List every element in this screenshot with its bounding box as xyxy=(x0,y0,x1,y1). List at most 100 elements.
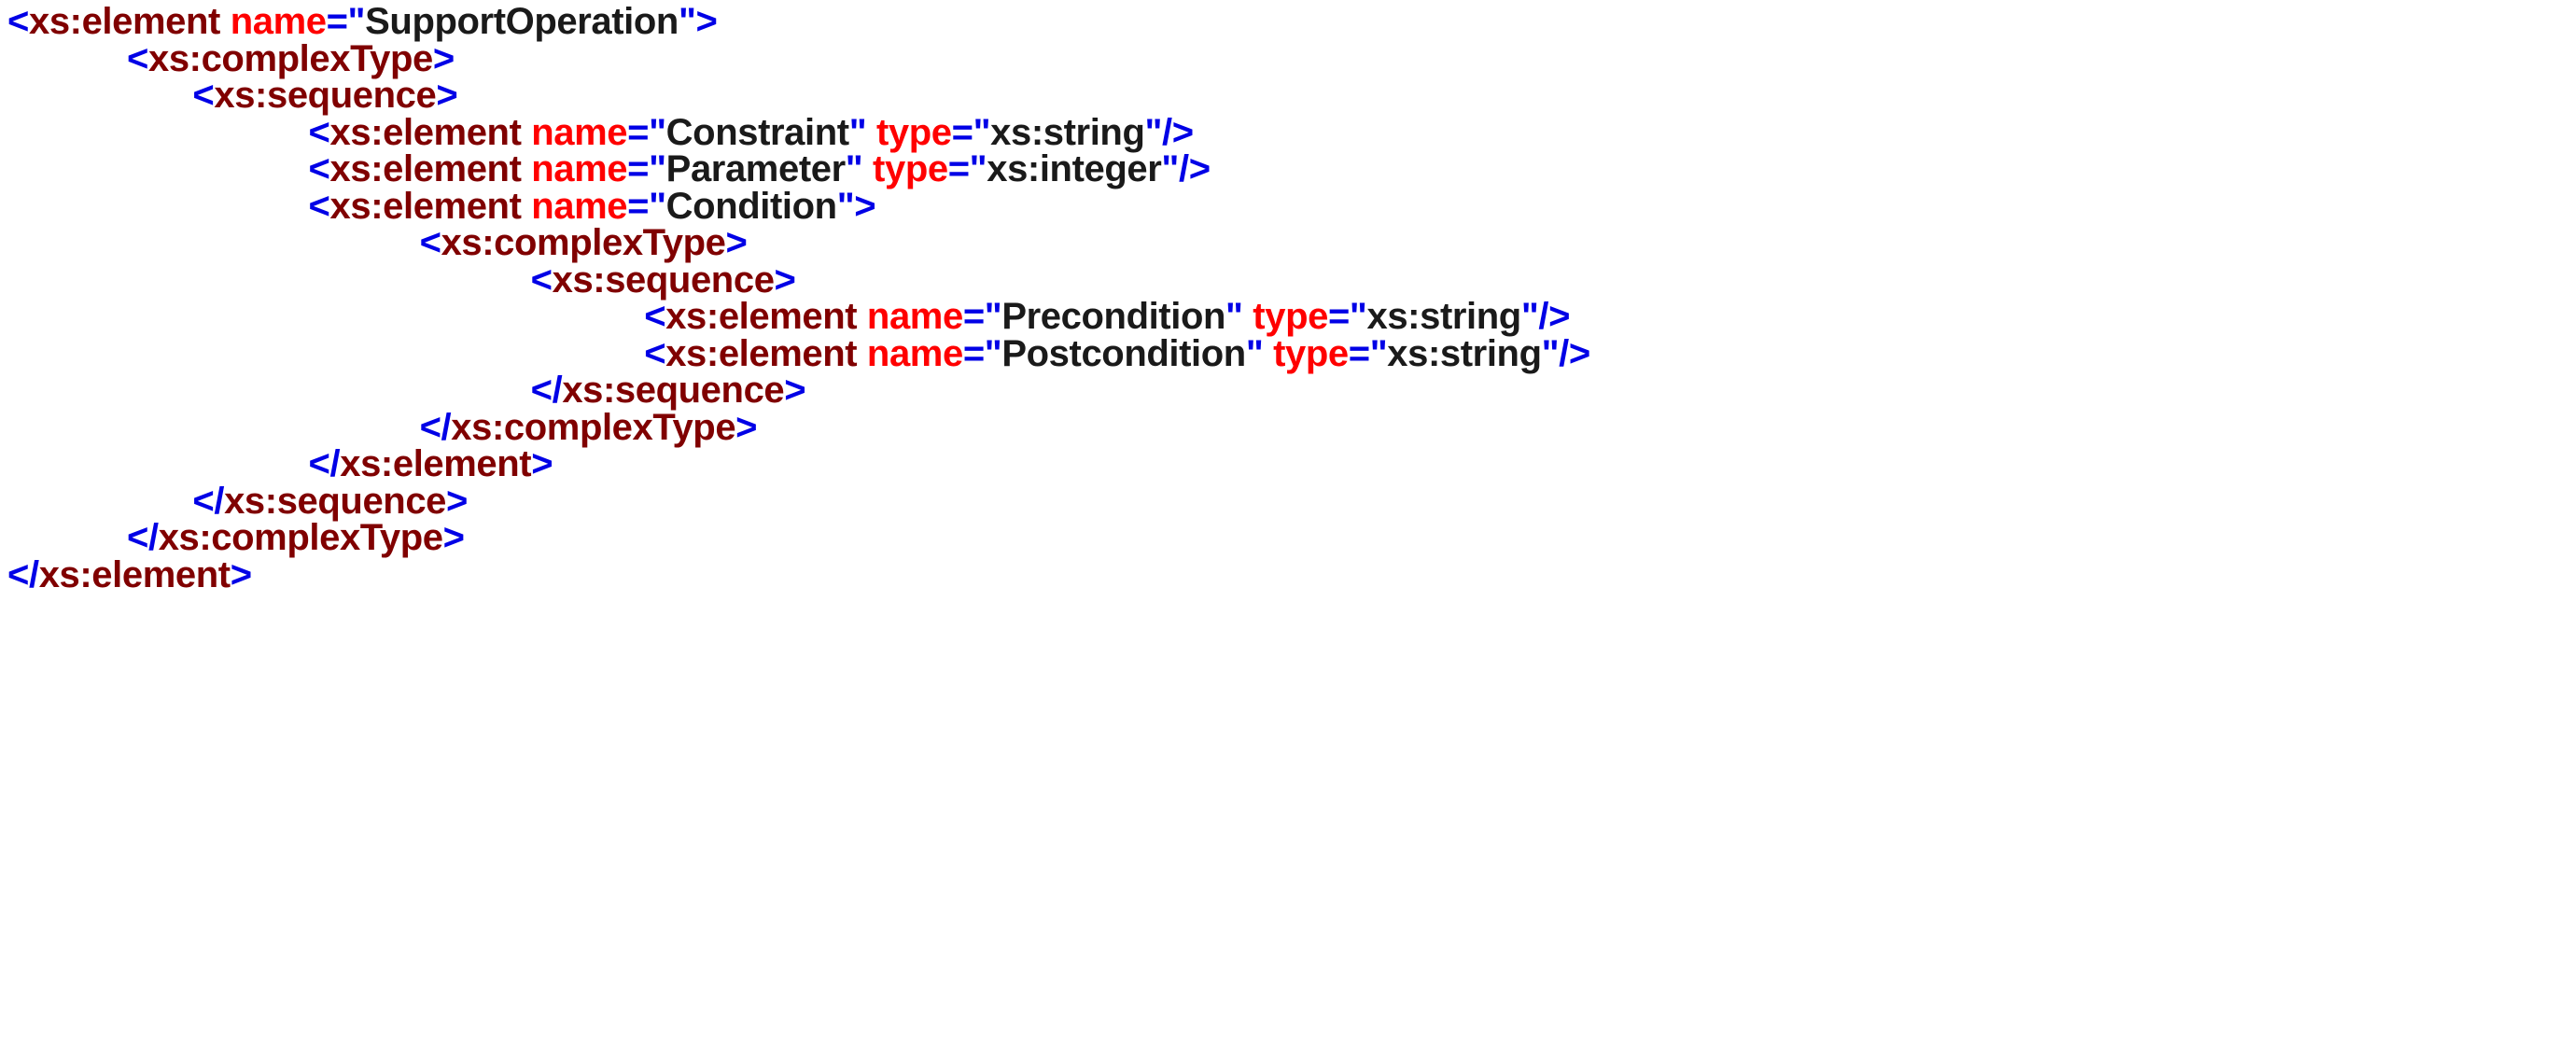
code-token-punct: =" xyxy=(951,111,991,153)
code-token-tag: xs:element xyxy=(38,553,231,595)
code-line: <xs:complexType> xyxy=(7,222,2576,263)
code-token-punct: =" xyxy=(326,1,366,42)
code-line: <xs:element name="SupportOperation"> xyxy=(7,1,2576,42)
code-token-attr: name xyxy=(531,185,628,227)
code-line: </xs:element> xyxy=(7,553,2576,595)
code-token-punct: "/> xyxy=(1161,148,1211,189)
code-line: <xs:element name="Constraint" type="xs:s… xyxy=(7,111,2576,153)
code-token-tag xyxy=(857,333,867,374)
code-token-value: xs:string xyxy=(990,111,1145,153)
code-token-tag: xs:element xyxy=(340,443,532,484)
code-token-punct: < xyxy=(530,259,553,301)
code-line: <xs:sequence> xyxy=(7,259,2576,301)
code-token-punct: </ xyxy=(530,370,563,411)
code-token-punct: > xyxy=(442,517,465,558)
code-token-attr: name xyxy=(230,1,327,42)
code-token-punct: </ xyxy=(308,443,341,484)
code-token-tag: xs:complexType xyxy=(158,517,443,558)
code-token-attr: name xyxy=(531,111,628,153)
code-token-tag xyxy=(857,296,867,337)
code-token-tag xyxy=(522,148,532,189)
code-token-value: xs:string xyxy=(1387,332,1542,374)
code-token-punct: " xyxy=(1245,332,1274,374)
code-token-punct: "/> xyxy=(1541,332,1591,374)
code-line: </xs:sequence> xyxy=(7,370,2576,411)
code-token-value: Condition xyxy=(665,185,837,227)
code-token-attr: type xyxy=(1273,332,1349,374)
code-token-tag: xs:complexType xyxy=(441,222,726,263)
code-token-punct: < xyxy=(644,296,666,337)
code-token-attr: name xyxy=(866,296,963,337)
code-token-punct: < xyxy=(7,1,29,42)
code-token-punct: </ xyxy=(419,406,452,448)
code-token-punct: =" xyxy=(627,111,666,153)
code-token-tag: xs:element xyxy=(665,332,858,374)
code-token-punct: </ xyxy=(192,480,225,522)
code-token-punct: > xyxy=(774,259,796,301)
code-token-punct: " xyxy=(845,148,874,189)
code-token-punct: =" xyxy=(627,185,666,227)
code-token-punct: =" xyxy=(627,148,666,189)
code-line: <xs:element name="Parameter" type="xs:in… xyxy=(7,148,2576,189)
code-token-attr: type xyxy=(1253,296,1328,337)
code-token-punct: < xyxy=(192,75,215,116)
code-token-tag: xs:sequence xyxy=(224,480,447,522)
code-token-punct: </ xyxy=(127,517,159,558)
code-line: </xs:element> xyxy=(7,443,2576,484)
code-token-tag: xs:element xyxy=(28,1,220,42)
code-token-punct: < xyxy=(308,148,330,189)
code-token-tag xyxy=(522,186,532,227)
code-token-value: xs:integer xyxy=(987,148,1162,189)
code-token-punct: "> xyxy=(836,185,876,227)
code-token-punct: "/> xyxy=(1520,296,1571,337)
code-token-value: SupportOperation xyxy=(365,1,679,42)
code-token-punct: =" xyxy=(1348,332,1388,374)
code-token-punct: < xyxy=(419,222,441,263)
code-token-punct: < xyxy=(644,332,666,374)
code-line: <xs:complexType> xyxy=(7,37,2576,79)
code-token-attr: type xyxy=(873,148,948,189)
code-token-punct: < xyxy=(127,37,148,79)
code-token-punct: =" xyxy=(947,148,987,189)
code-token-value: Postcondition xyxy=(1001,332,1246,374)
code-token-attr: type xyxy=(875,111,952,153)
code-token-tag: xs:sequence xyxy=(562,370,785,411)
code-token-punct: > xyxy=(784,370,806,411)
code-line: <xs:element name="Postcondition" type="x… xyxy=(7,332,2576,374)
code-token-punct: > xyxy=(531,443,553,484)
code-token-punct: "> xyxy=(678,1,718,42)
code-token-punct: =" xyxy=(962,332,1002,374)
code-token-value: Precondition xyxy=(1001,296,1226,337)
code-token-tag: xs:element xyxy=(329,111,522,153)
code-line: </xs:sequence> xyxy=(7,483,2576,521)
code-token-punct: > xyxy=(230,553,252,595)
code-token-punct: "/> xyxy=(1144,111,1194,153)
code-line: <xs:element name="Condition"> xyxy=(7,185,2576,227)
code-token-tag xyxy=(522,112,532,153)
code-line: <xs:element name="Precondition" type="xs… xyxy=(7,296,2576,337)
code-token-tag: xs:complexType xyxy=(147,37,433,79)
code-token-tag: xs:element xyxy=(329,148,522,189)
code-token-punct: < xyxy=(308,185,330,227)
code-token-tag: xs:sequence xyxy=(552,259,775,301)
code-token-punct: " xyxy=(1225,296,1253,337)
code-token-punct: =" xyxy=(1327,296,1367,337)
code-token-attr: name xyxy=(866,332,963,374)
code-token-value: xs:string xyxy=(1366,296,1521,337)
xsd-code-listing: <xs:element name="SupportOperation"><xs:… xyxy=(7,1,2576,595)
code-token-punct: " xyxy=(848,111,876,153)
code-token-punct: > xyxy=(446,480,468,522)
code-token-punct: </ xyxy=(7,553,39,595)
code-token-punct: > xyxy=(725,222,748,263)
code-token-attr: name xyxy=(531,148,628,189)
code-token-tag xyxy=(220,1,231,42)
code-line: </xs:complexType> xyxy=(7,406,2576,448)
code-token-tag: xs:sequence xyxy=(214,75,437,116)
code-line: <xs:sequence> xyxy=(7,77,2576,115)
code-token-punct: > xyxy=(735,406,758,448)
code-token-value: Constraint xyxy=(665,111,849,153)
code-token-tag: xs:complexType xyxy=(451,406,736,448)
code-token-punct: < xyxy=(308,111,330,153)
code-token-value: Parameter xyxy=(665,148,846,189)
code-token-punct: =" xyxy=(962,296,1002,337)
